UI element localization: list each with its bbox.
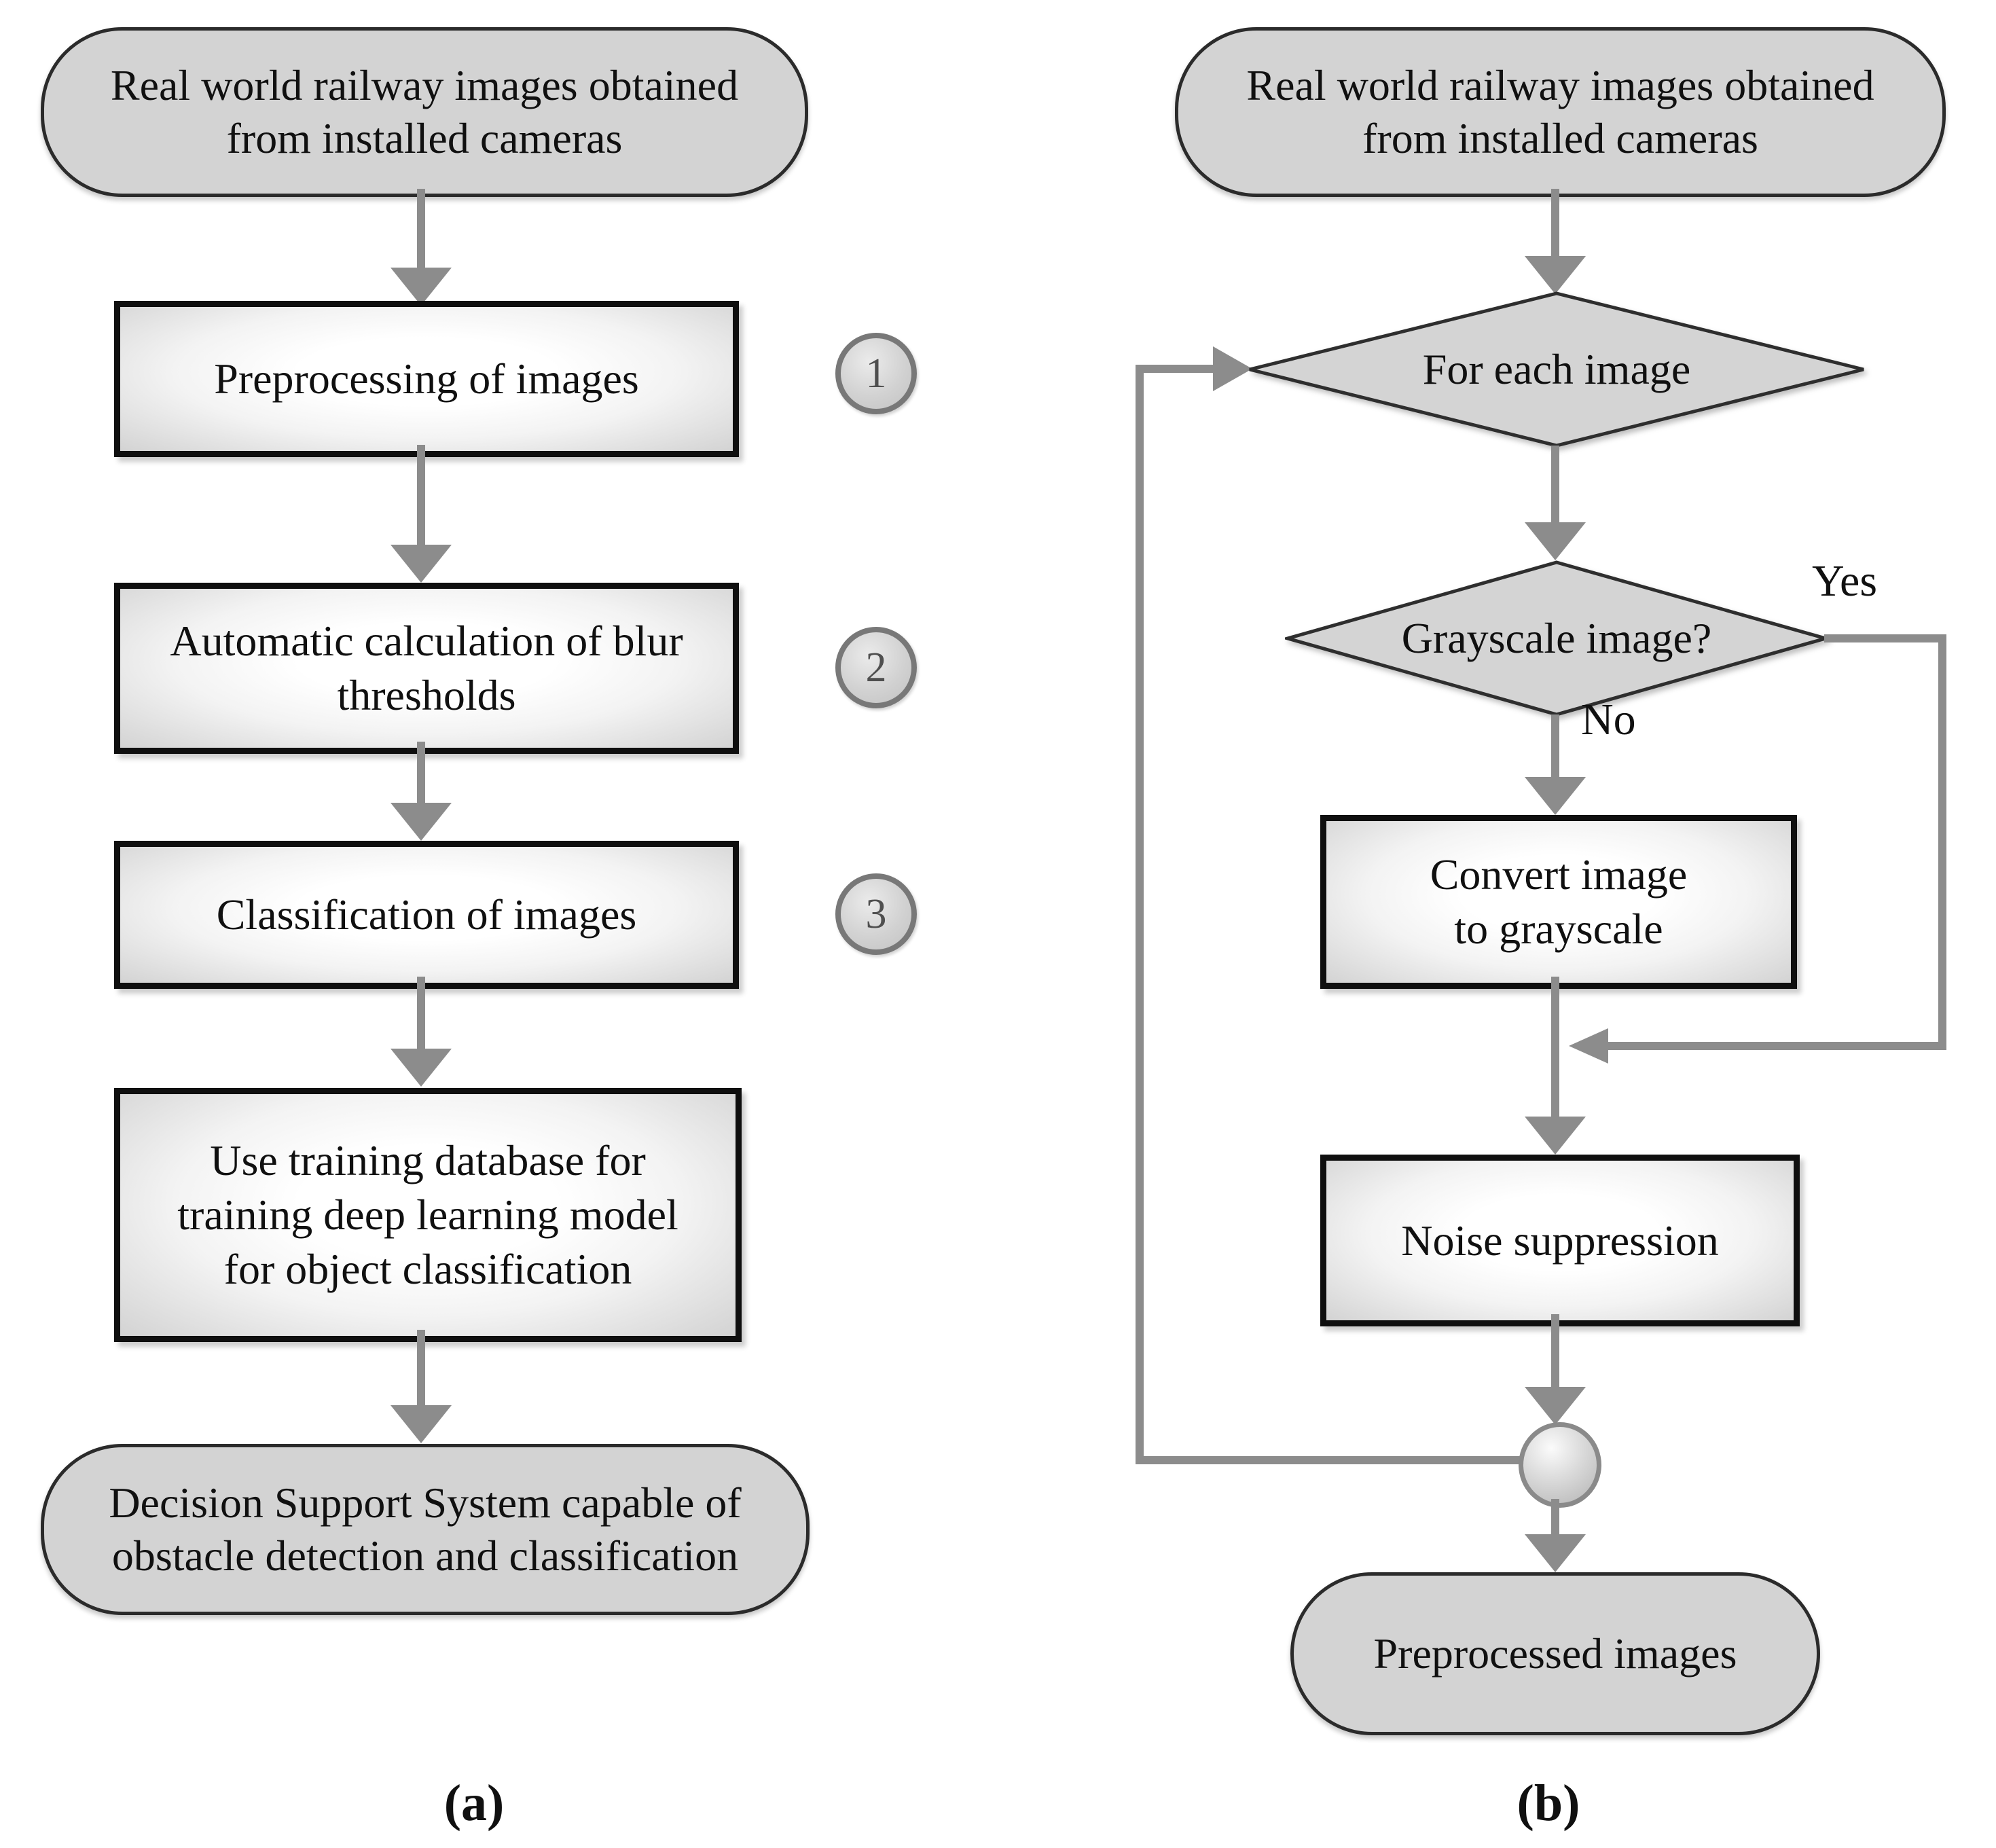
arrow-a2-line: [417, 445, 425, 548]
node-a-source-line1: Real world railway images obtained: [110, 61, 739, 109]
node-b-preprocessed-images: Preprocessed images: [1290, 1572, 1820, 1735]
arrow-b5-line: [1551, 1314, 1559, 1390]
no-branch-label: No: [1581, 695, 1636, 744]
badge-step-2-number: 2: [865, 644, 887, 691]
node-a-source: Real world railway images obtained from …: [41, 27, 808, 197]
node-b-convert-line1: Convert image: [1430, 850, 1688, 899]
node-b-noise-label: Noise suppression: [1401, 1216, 1719, 1265]
arrow-b1-line: [1551, 189, 1559, 262]
node-b-noise-suppression: Noise suppression: [1320, 1155, 1800, 1326]
arrow-a1-head-icon: [391, 268, 452, 306]
arrow-a2-head-icon: [391, 545, 452, 583]
arrow-a5-head-icon: [391, 1405, 452, 1443]
node-b-source: Real world railway images obtained from …: [1175, 27, 1946, 197]
loop-arrowhead-icon: [1213, 346, 1252, 391]
node-a-classification: Classification of images: [114, 841, 739, 989]
node-a-training-line2: training deep learning model: [177, 1191, 678, 1239]
node-a-blur-line1: Automatic calculation of blur: [170, 617, 683, 665]
arrow-b5-head-icon: [1525, 1387, 1586, 1425]
node-a-blur-thresholds: Automatic calculation of blur thresholds: [114, 583, 739, 754]
node-b-for-each-image-label: For each image: [1422, 345, 1691, 393]
no-arrow-head-icon: [1525, 777, 1586, 815]
badge-step-3: 3: [835, 873, 917, 955]
node-b-for-each-image: For each image: [1247, 291, 1866, 448]
yes-line-merge: [1607, 1042, 1946, 1050]
arrow-a5-line: [417, 1330, 425, 1408]
loop-line-bottom: [1136, 1456, 1521, 1464]
node-b-source-line2: from installed cameras: [1362, 114, 1758, 162]
node-b-grayscale-question: Grayscale image?: [1285, 560, 1828, 717]
arrow-b2-head-icon: [1525, 522, 1586, 560]
loop-line-top: [1136, 365, 1217, 373]
node-a-training-line3: for object classification: [223, 1245, 632, 1293]
badge-step-2: 2: [835, 627, 917, 708]
arrow-b4-head-icon: [1525, 1117, 1586, 1155]
arrow-a4-line: [417, 977, 425, 1051]
merge-arrowhead-icon: [1569, 1028, 1608, 1064]
node-a-dss-line1: Decision Support System capable of: [109, 1479, 742, 1527]
badge-step-1: 1: [835, 333, 917, 414]
yes-branch-label: Yes: [1812, 556, 1878, 606]
arrow-b2-line: [1551, 446, 1559, 526]
arrow-a1-line: [417, 189, 425, 277]
node-a-preprocessing: Preprocessing of images: [114, 301, 739, 457]
yes-line-top: [1824, 634, 1946, 642]
loop-line-left: [1136, 365, 1144, 1464]
panel-b-label: (b): [1517, 1775, 1580, 1832]
node-b-preprocessed-label: Preprocessed images: [1373, 1629, 1737, 1678]
loop-junction-connector: [1519, 1422, 1601, 1508]
no-arrow-line: [1551, 714, 1559, 782]
node-a-source-line2: from installed cameras: [226, 114, 623, 162]
arrow-b6-line: [1551, 1499, 1559, 1538]
node-a-dss: Decision Support System capable of obsta…: [41, 1444, 810, 1615]
node-a-classification-label: Classification of images: [216, 890, 637, 939]
node-a-blur-line2: thresholds: [337, 671, 516, 719]
panel-a-label: (a): [443, 1775, 505, 1832]
arrow-b6-head-icon: [1525, 1534, 1586, 1572]
node-b-source-line1: Real world railway images obtained: [1246, 61, 1874, 109]
badge-step-3-number: 3: [865, 890, 887, 937]
node-a-training-line1: Use training database for: [210, 1136, 646, 1184]
node-b-grayscale-question-label: Grayscale image?: [1401, 614, 1712, 662]
arrow-a4-head-icon: [391, 1049, 452, 1087]
node-a-training: Use training database for training deep …: [114, 1088, 742, 1342]
arrow-a3-line: [417, 742, 425, 808]
arrow-b4-line: [1551, 977, 1559, 1121]
yes-line-right: [1938, 634, 1946, 1050]
node-b-convert-grayscale: Convert image to grayscale: [1320, 815, 1797, 989]
arrow-b1-head-icon: [1525, 256, 1586, 294]
node-a-preprocessing-label: Preprocessing of images: [214, 355, 639, 403]
node-b-convert-line2: to grayscale: [1454, 905, 1663, 953]
arrow-a3-head-icon: [391, 803, 452, 841]
badge-step-1-number: 1: [865, 350, 887, 397]
node-a-dss-line2: obstacle detection and classification: [111, 1532, 739, 1580]
